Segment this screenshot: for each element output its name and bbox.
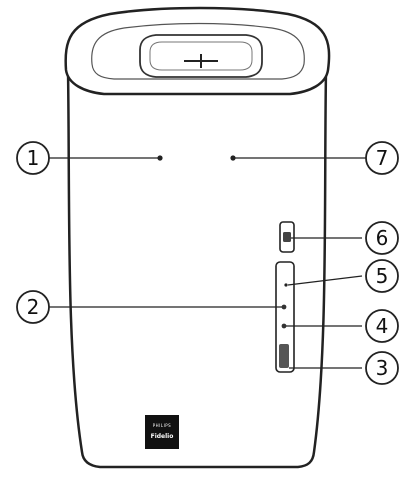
port-6-slot: [279, 221, 295, 253]
top-control-panel-inner: [149, 41, 253, 71]
callout-3-label: 3: [376, 356, 389, 380]
port-3-usb: [279, 344, 289, 368]
callout-1-label: 1: [27, 146, 40, 170]
callout-2: 2: [16, 290, 50, 324]
callout-7-label: 7: [376, 146, 389, 170]
callout-2-label: 2: [27, 295, 40, 319]
callout-1: 1: [16, 141, 50, 175]
speaker-body: [66, 69, 328, 469]
mic-hole-right: [230, 155, 236, 161]
brand-logo-badge: PHILIPS Fidelio: [145, 415, 179, 449]
speaker-top-cap-inner: [91, 22, 305, 80]
port-4-jack: [281, 323, 287, 329]
port-5-led: [284, 283, 288, 287]
port-2-jack: [281, 304, 287, 310]
callout-4: 4: [365, 309, 399, 343]
mic-hole-left: [157, 155, 163, 161]
callout-3: 3: [365, 351, 399, 385]
logo-line2: Fidelio: [151, 433, 174, 440]
port-strip: [275, 261, 295, 373]
leader-line-5: [287, 275, 363, 286]
callout-7: 7: [365, 141, 399, 175]
callout-5: 5: [365, 259, 399, 293]
callout-6-label: 6: [376, 226, 389, 250]
callout-4-label: 4: [376, 314, 389, 338]
callout-5-label: 5: [376, 264, 389, 288]
volume-plus-minus-icon: [184, 54, 218, 68]
logo-line1: PHILIPS: [153, 423, 171, 428]
callout-6: 6: [365, 221, 399, 255]
